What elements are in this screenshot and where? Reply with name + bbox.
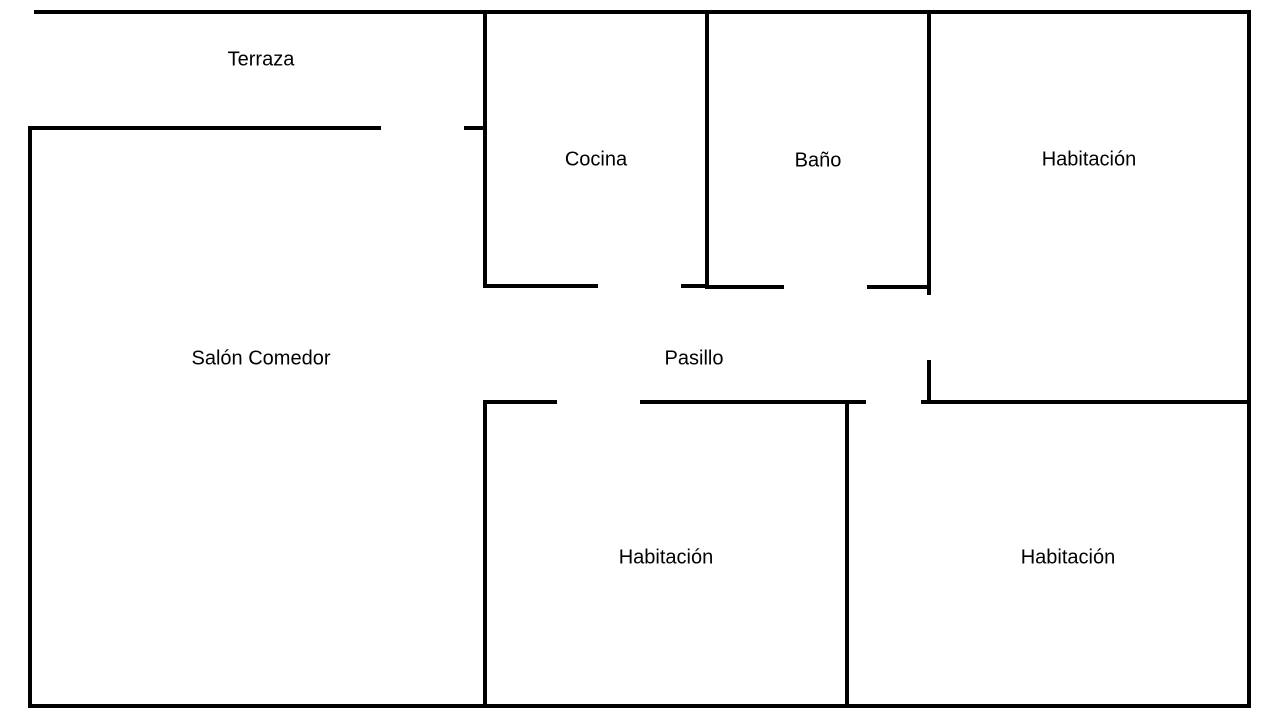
label-bano: Baño [795,149,842,171]
walls [28,10,1251,708]
label-salon-comedor: Salón Comedor [192,347,331,369]
label-habitacion-1: Habitación [1042,148,1137,170]
label-pasillo: Pasillo [665,347,724,369]
label-habitacion-2: Habitación [619,546,714,568]
room-labels: Terraza Cocina Baño Habitación Salón Com… [192,48,1137,568]
label-terraza: Terraza [228,48,296,70]
label-cocina: Cocina [565,148,628,170]
label-habitacion-3: Habitación [1021,546,1116,568]
